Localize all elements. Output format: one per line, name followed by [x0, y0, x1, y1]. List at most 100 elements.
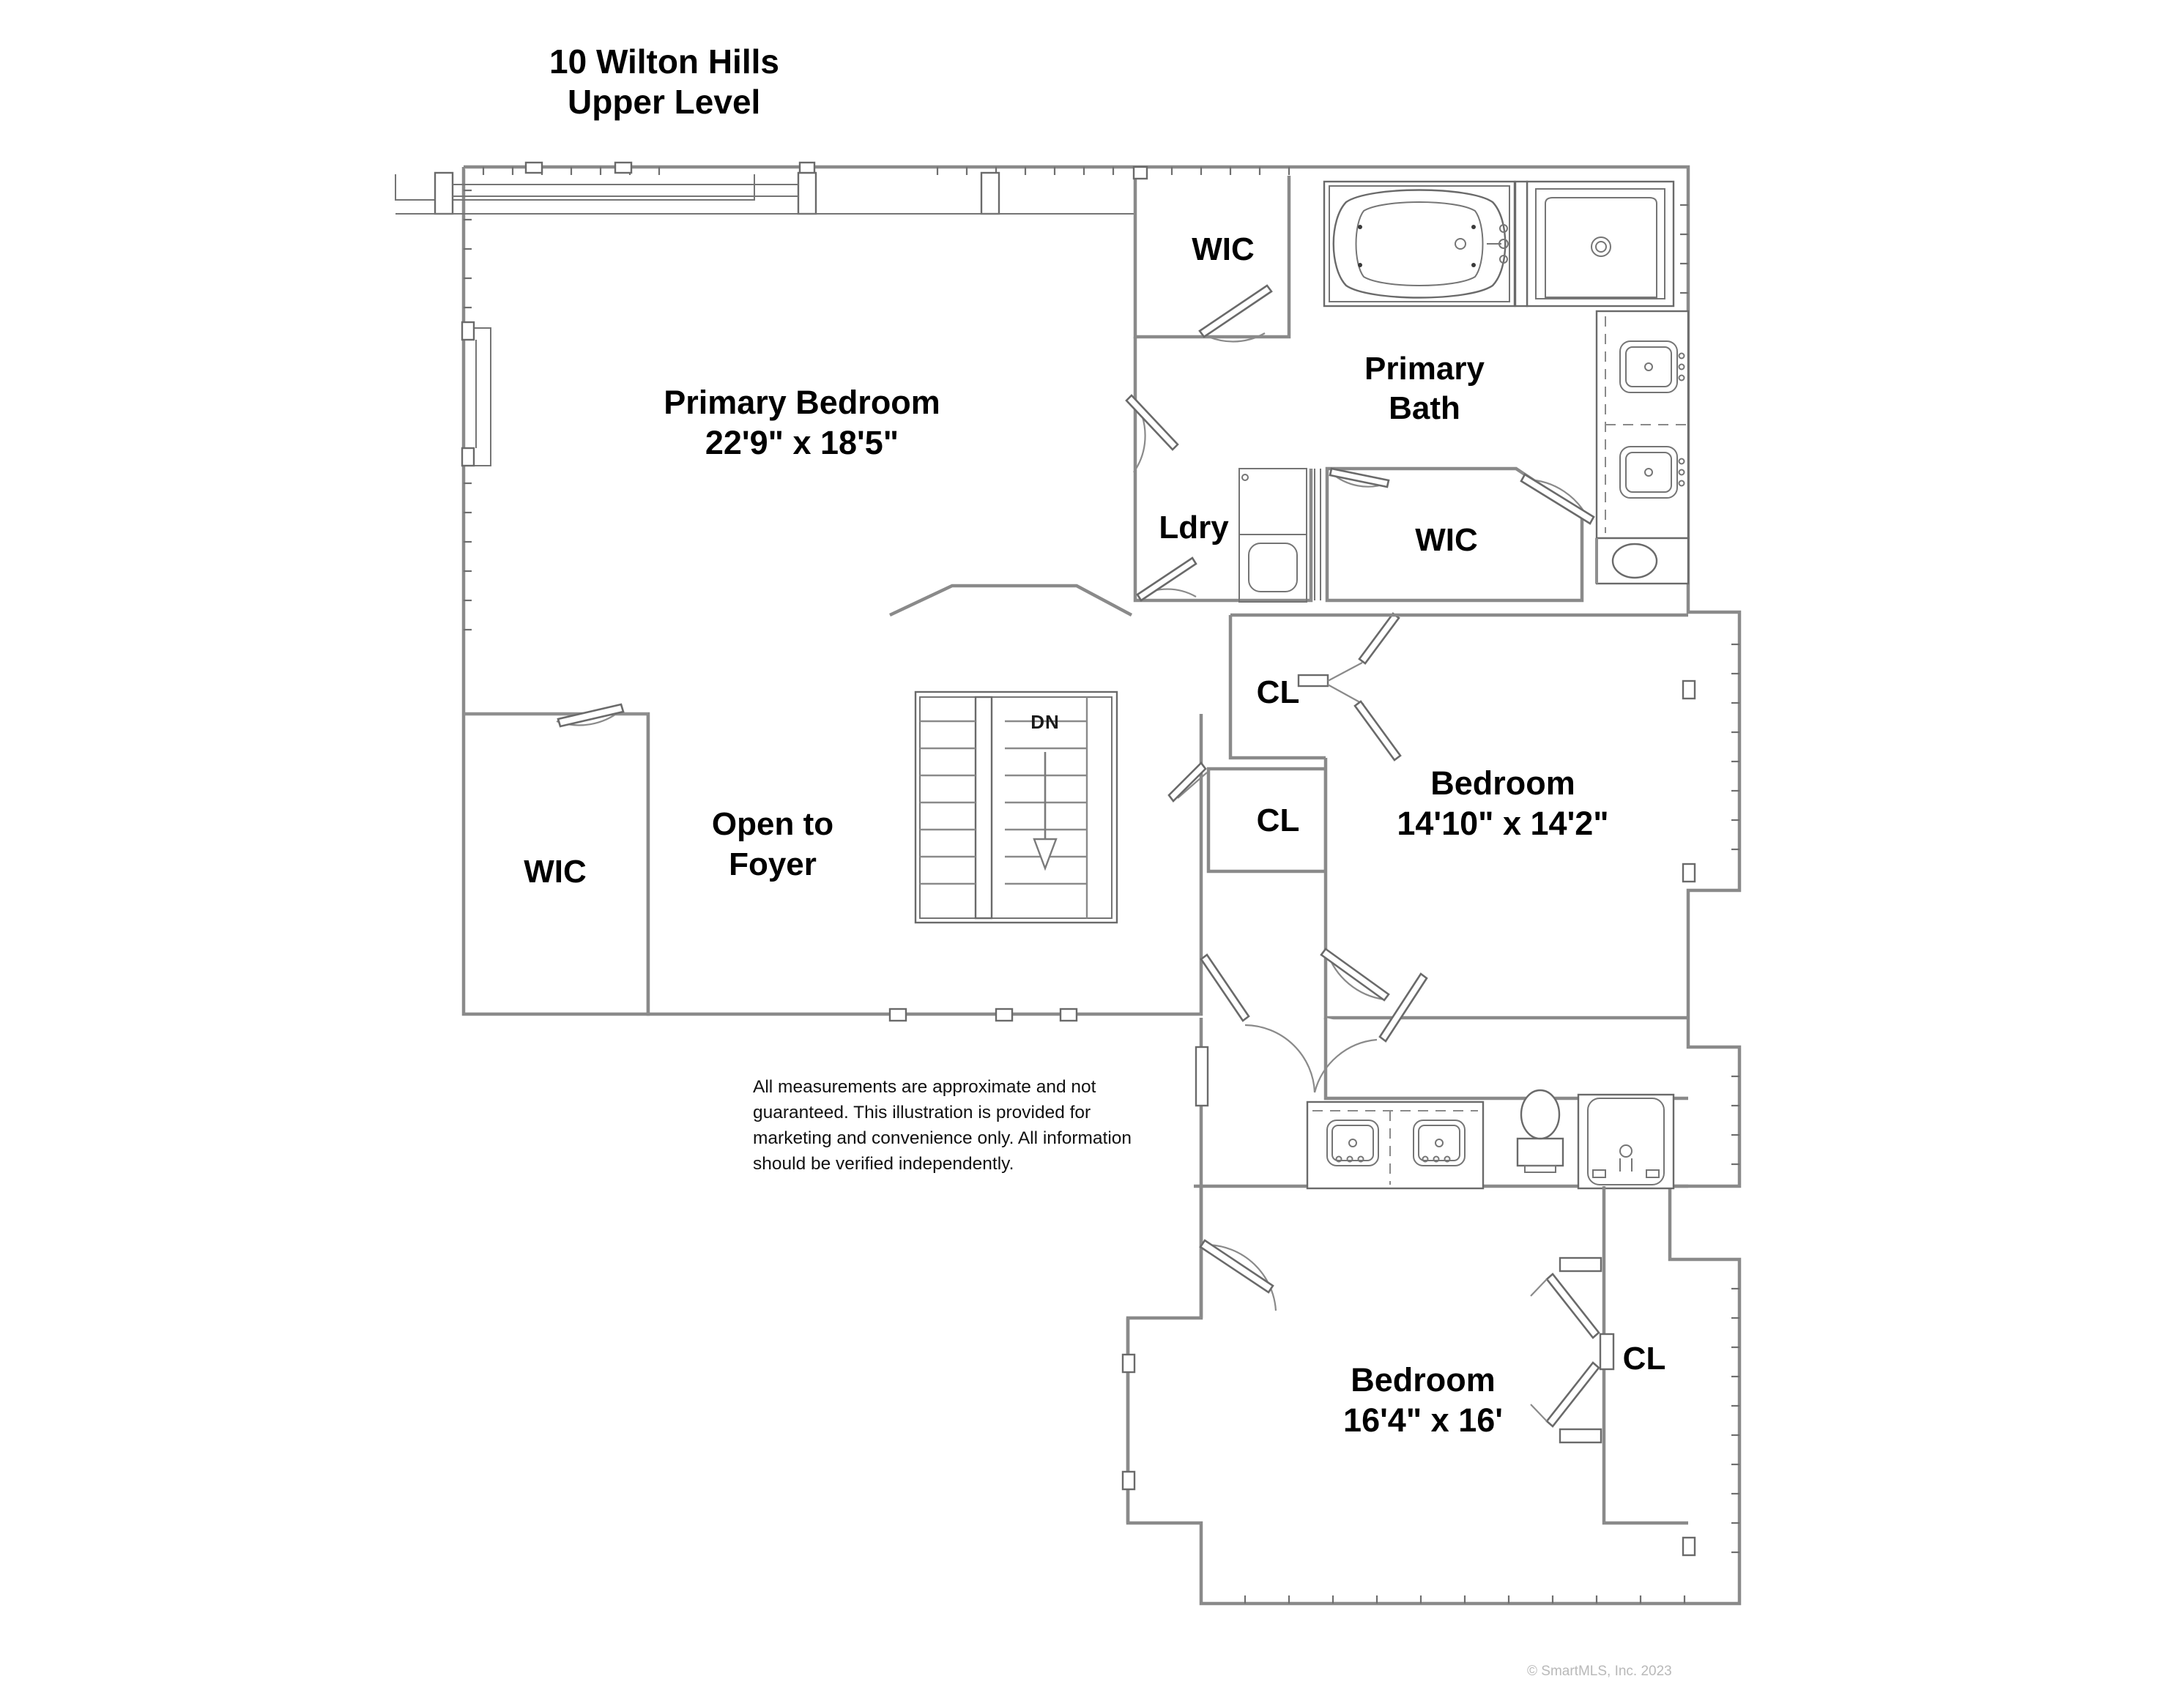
stair-direction-label: DN — [1030, 711, 1060, 733]
window-left-sill — [464, 327, 491, 466]
room-hall-bath — [1200, 953, 1688, 1190]
hall-tub-surround — [1577, 1093, 1675, 1190]
stair-arrow-head — [1033, 838, 1058, 871]
bathtub-hall-icon — [1577, 1093, 1675, 1190]
toilet-primary-bath-icon — [1595, 537, 1690, 585]
bedroom2-dimensions: 14'10" x 14'2" — [1397, 805, 1608, 842]
open-to-foyer-line1: Open to — [712, 806, 833, 842]
tub-surround-inner — [1329, 185, 1510, 302]
wic-bath-label: WIC — [1415, 522, 1478, 558]
window-left-jamb-top — [461, 321, 475, 341]
room-closet-upper: CL — [1228, 612, 1402, 761]
hall-tub-handle-1 — [1592, 1169, 1606, 1178]
hall-tub-drain — [1619, 1144, 1633, 1158]
sink-2-inner — [1625, 452, 1672, 493]
shower-drain-outer — [1591, 237, 1611, 257]
primary-entry-door-leaf — [1125, 394, 1179, 451]
hall-sink-2-outer — [1413, 1120, 1466, 1166]
window-group-primary-bedroom — [395, 161, 1208, 215]
tub-drain — [1455, 238, 1466, 250]
tub-basin — [1332, 189, 1507, 299]
room-wic-primary-top: WIC — [1132, 165, 1291, 343]
closet-b3-head-1 — [1559, 1256, 1602, 1273]
hall-bath-door-leaf-2 — [1378, 972, 1428, 1043]
tub-handle-1 — [1499, 224, 1508, 233]
shower-mid — [1535, 188, 1665, 299]
disclaimer-line-3: marketing and convenience only. All info… — [753, 1128, 1132, 1148]
wic-left-label: WIC — [524, 854, 587, 890]
sink-1-inner — [1625, 346, 1672, 387]
plan-level: Upper Level — [568, 83, 760, 121]
closet-upper-bifold-swing-2 — [1327, 684, 1364, 705]
room-primary-bedroom: Primary Bedroom 22'9" x 18'5" — [664, 384, 940, 461]
closet-b3-swing-2 — [1530, 1404, 1548, 1422]
disclaimer-block: All measurements are approximate and not… — [753, 1077, 1132, 1174]
room-primary-bath: Primary Bath — [1125, 180, 1690, 585]
bath-wic-door-leaf — [1520, 473, 1595, 525]
sink-1-drain — [1644, 362, 1653, 371]
stair-stringer — [974, 696, 993, 920]
hall-sink-2-drain — [1435, 1139, 1444, 1147]
window-sill-a — [395, 174, 755, 201]
wic-bath-walls — [1325, 466, 1584, 603]
hall-sink-1-tap-2 — [1346, 1155, 1353, 1163]
disclaimer-line-1: All measurements are approximate and not — [753, 1077, 1096, 1097]
primary-bath-label-line1: Primary — [1364, 351, 1485, 387]
window-bedroom3 — [1121, 1353, 1696, 1557]
toilet-p-bowl — [1611, 543, 1658, 579]
room-bedroom-3: Bedroom 16'4" x 16' — [1343, 1361, 1503, 1439]
wic-top-wall-cap — [1132, 165, 1148, 180]
tub-jet-3 — [1471, 225, 1476, 229]
shower-drain-inner — [1595, 241, 1607, 253]
closet-b3-head-2 — [1559, 1428, 1602, 1444]
hall-toilet-bowl — [1520, 1089, 1561, 1140]
foyer-opening-post-2 — [995, 1008, 1014, 1022]
bedroom3-window-jamb-top — [1121, 1353, 1136, 1374]
window-left-jamb-bottom — [461, 447, 475, 467]
closet-b3-jamb-center — [1599, 1333, 1615, 1371]
window-jamb-3 — [980, 171, 1000, 215]
room-laundry: Ldry — [1133, 468, 1321, 603]
closet-lower-label: CL — [1257, 802, 1300, 838]
closet-upper-bifold-leaf-1 — [1358, 612, 1400, 665]
bedroom3-dimensions: 16'4" x 16' — [1343, 1401, 1503, 1439]
bedroom3-window-jamb-bottom — [1121, 1470, 1136, 1491]
primary-bath-label-line2: Bath — [1389, 390, 1460, 426]
room-open-to-foyer: Open to Foyer — [646, 584, 1203, 1022]
closet-upper-bifold-jamb — [1297, 674, 1329, 688]
hall-tub-basin — [1587, 1098, 1665, 1185]
window-mullion-3 — [798, 161, 816, 174]
hall-toilet-tank — [1516, 1137, 1564, 1167]
bedroom2-name: Bedroom — [1430, 764, 1575, 802]
bedroom3-name: Bedroom — [1351, 1361, 1496, 1399]
sink-1-outer — [1619, 340, 1678, 393]
sink-2-drain — [1644, 468, 1653, 477]
primary-bedroom-name: Primary Bedroom — [664, 384, 940, 421]
hall-tub-handle-2 — [1646, 1169, 1660, 1178]
primary-bedroom-dimensions: 22'9" x 18'5" — [705, 424, 899, 461]
hall-sink-1-tap-1 — [1335, 1155, 1342, 1163]
dryer-icon — [1238, 534, 1307, 603]
foyer-angled-wall — [889, 584, 1133, 617]
laundry-label: Ldry — [1159, 510, 1229, 545]
hall-sink-1-drain — [1348, 1139, 1357, 1147]
hall-sink-2-tap-3 — [1444, 1155, 1451, 1163]
shower-pan — [1545, 197, 1657, 298]
wic-top-door-swing — [1200, 332, 1266, 343]
washer-knob — [1241, 474, 1249, 481]
stair-inner — [919, 696, 1113, 919]
room-closet-bedroom3: CL — [1530, 1186, 1688, 1525]
plan-address: 10 Wilton Hills — [549, 42, 779, 81]
vanity-hall-bath — [1306, 1101, 1485, 1190]
room-closet-lower: CL — [1167, 761, 1328, 874]
exterior-wall-hatch-top — [482, 167, 1290, 175]
hall-vanity-counter — [1306, 1101, 1485, 1190]
hall-sink-2-tap-1 — [1422, 1155, 1429, 1163]
sink-2-tap-3 — [1678, 480, 1685, 487]
laundry-door-leaf — [1136, 556, 1197, 602]
wic-bath-door-leaf — [1329, 467, 1390, 488]
hall-bath-door-swing-2 — [1313, 1038, 1378, 1093]
tub-jet-4 — [1471, 263, 1476, 267]
